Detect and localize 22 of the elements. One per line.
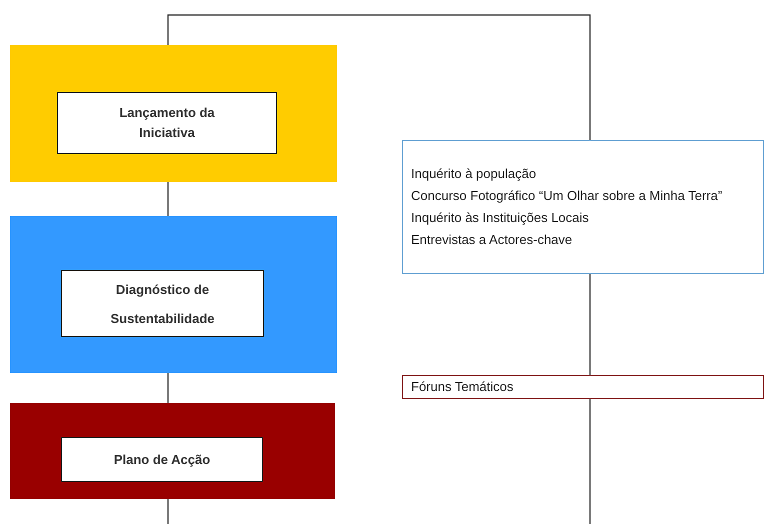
stage-band (10, 403, 335, 499)
activity-item: Fóruns Temáticos (411, 378, 514, 396)
stage-label: Lançamento da Iniciativa (118, 104, 216, 142)
connector-line (589, 274, 591, 375)
stage-label: Diagnóstico de Sustentabilidade (109, 280, 216, 328)
activity-item: Inquérito às Instituições Locais (411, 209, 590, 227)
activity-item: Entrevistas a Actores-chave (411, 231, 574, 249)
activity-box (402, 140, 764, 274)
stage-band (10, 216, 337, 373)
connector-line (167, 14, 591, 140)
connector-line (167, 373, 169, 403)
stage-box (61, 270, 264, 337)
activity-item: Concurso Fotográfico “Um Olhar sobre a Minha Terra” (411, 187, 723, 205)
stage-band (10, 45, 337, 182)
stage-box (61, 437, 263, 482)
connector-line (167, 499, 169, 524)
stage-box (57, 92, 277, 154)
connector-line (589, 399, 591, 524)
activity-box (402, 375, 764, 399)
connector-line (167, 182, 169, 216)
stage-label: Plano de Acção (112, 450, 212, 469)
activity-item: Inquérito à população (411, 165, 538, 183)
